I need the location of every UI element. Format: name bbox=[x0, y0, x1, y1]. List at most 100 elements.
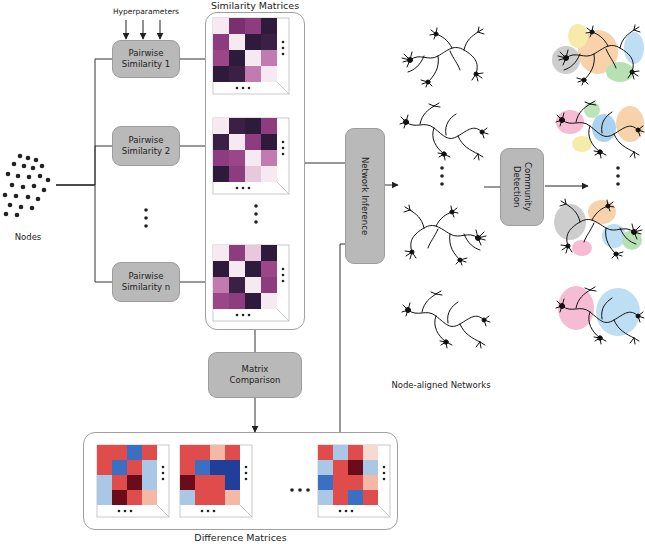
process-box: Network Inference bbox=[345, 128, 385, 264]
similarity-matrix-part bbox=[261, 18, 277, 34]
community-blobs-part bbox=[568, 24, 588, 48]
node-cloud-part bbox=[30, 206, 35, 211]
difference-matrix-part bbox=[127, 475, 142, 490]
node-text: Community Detection bbox=[511, 151, 532, 223]
difference-matrix-part bbox=[351, 510, 354, 513]
similarity-matrix-part bbox=[213, 166, 229, 182]
node-cloud-part bbox=[42, 188, 47, 193]
network-drawing-part bbox=[402, 291, 490, 348]
vertical-ellipsis-part bbox=[144, 224, 148, 228]
difference-matrix-part bbox=[225, 490, 240, 505]
similarity-matrix-part bbox=[229, 293, 245, 309]
similarity-matrix-part bbox=[245, 66, 261, 82]
difference-matrix-part bbox=[195, 490, 210, 505]
community-blobs-part bbox=[572, 136, 592, 152]
similarity-matrix-part bbox=[213, 134, 229, 150]
node-cloud-part bbox=[32, 184, 37, 189]
similarity-matrix-part bbox=[245, 34, 261, 50]
connector-line bbox=[180, 146, 205, 147]
vertical-ellipsis-part bbox=[144, 216, 148, 220]
difference-matrix-part bbox=[210, 490, 225, 505]
difference-matrix-part bbox=[127, 445, 142, 460]
difference-matrix-part bbox=[240, 505, 252, 517]
similarity-matrix-part bbox=[248, 87, 251, 90]
difference-matrix-part bbox=[213, 510, 216, 513]
similarity-matrix-part bbox=[261, 293, 277, 309]
node-cloud-part bbox=[26, 156, 31, 161]
node-text: Pairwise Similarity 2 bbox=[115, 135, 177, 156]
similarity-matrix-part bbox=[213, 245, 289, 321]
matrix-group: Difference Matrices bbox=[83, 432, 398, 530]
similarity-matrix-part bbox=[213, 293, 229, 309]
difference-matrix bbox=[180, 445, 252, 517]
difference-matrix-part bbox=[245, 472, 248, 475]
node-cloud-part bbox=[21, 185, 26, 190]
similarity-matrix-part bbox=[245, 166, 261, 182]
vertical-ellipsis-part bbox=[254, 212, 258, 216]
similarity-matrix-part bbox=[229, 118, 245, 134]
difference-matrix-part bbox=[97, 445, 112, 460]
similarity-matrix-part bbox=[245, 277, 261, 293]
similarity-matrix-part bbox=[282, 41, 285, 44]
similarity-matrix-part bbox=[261, 277, 277, 293]
community-network-part bbox=[560, 199, 642, 259]
node-text: Node-aligned Networks bbox=[388, 380, 494, 390]
similarity-matrix-part bbox=[242, 187, 245, 190]
node-cloud-part bbox=[40, 164, 45, 169]
difference-matrix-part bbox=[383, 472, 386, 475]
difference-matrix-part bbox=[318, 460, 333, 475]
difference-matrix bbox=[97, 445, 169, 517]
node-text: Matrix Comparison bbox=[224, 364, 286, 385]
difference-matrix-part bbox=[348, 475, 363, 490]
hyperparameter-arrows-part bbox=[143, 20, 144, 39]
similarity-matrix-part bbox=[282, 153, 285, 156]
node-cloud-part bbox=[12, 162, 17, 167]
node-cloud-part bbox=[18, 154, 23, 159]
difference-matrix-part bbox=[112, 445, 127, 460]
horizontal-ellipsis-part bbox=[298, 488, 302, 492]
connector-line bbox=[56, 146, 112, 185]
similarity-matrix-part bbox=[213, 118, 289, 194]
similarity-matrix-part bbox=[236, 87, 239, 90]
similarity-matrix-part bbox=[245, 261, 261, 277]
similarity-matrix-part bbox=[282, 47, 285, 50]
difference-matrix-part bbox=[363, 475, 378, 490]
horizontal-ellipsis-part bbox=[306, 488, 310, 492]
similarity-matrix-part bbox=[245, 50, 261, 66]
similarity-matrix-part bbox=[245, 245, 261, 261]
difference-matrix-part bbox=[225, 460, 240, 475]
connector-line bbox=[255, 330, 256, 352]
vertical-ellipsis-part bbox=[440, 174, 444, 178]
community-blobs-part bbox=[572, 240, 592, 256]
difference-matrix-part bbox=[348, 445, 363, 460]
difference-matrix bbox=[318, 445, 390, 517]
similarity-matrix-part bbox=[282, 53, 285, 56]
similarity-matrix-part bbox=[229, 50, 245, 66]
similarity-matrix-part bbox=[213, 277, 229, 293]
similarity-matrix-part bbox=[229, 245, 245, 261]
connector-line bbox=[305, 163, 345, 164]
node-cloud-part bbox=[34, 158, 39, 163]
node-cloud-part bbox=[15, 213, 20, 218]
node-cloud bbox=[3, 154, 51, 218]
difference-matrix-part bbox=[112, 490, 127, 505]
node-cloud-part bbox=[22, 164, 27, 169]
difference-matrix-part bbox=[127, 490, 142, 505]
difference-matrix-part bbox=[97, 445, 169, 517]
difference-matrix-part bbox=[124, 510, 127, 513]
difference-matrix-part bbox=[180, 475, 195, 490]
similarity-matrix-part bbox=[261, 166, 277, 182]
difference-matrix-part bbox=[142, 460, 157, 475]
vertical-ellipsis-part bbox=[144, 208, 148, 212]
network-group: Node-aligned Networks bbox=[398, 22, 484, 390]
difference-matrix-part bbox=[142, 445, 157, 460]
difference-matrix-part bbox=[157, 505, 169, 517]
hyperparameter-arrows-part bbox=[160, 20, 161, 39]
similarity-matrix-part bbox=[245, 18, 261, 34]
difference-matrix-part bbox=[363, 445, 378, 460]
similarity-matrix-part bbox=[245, 134, 261, 150]
annotation-label: Hyperparameters bbox=[108, 7, 184, 16]
